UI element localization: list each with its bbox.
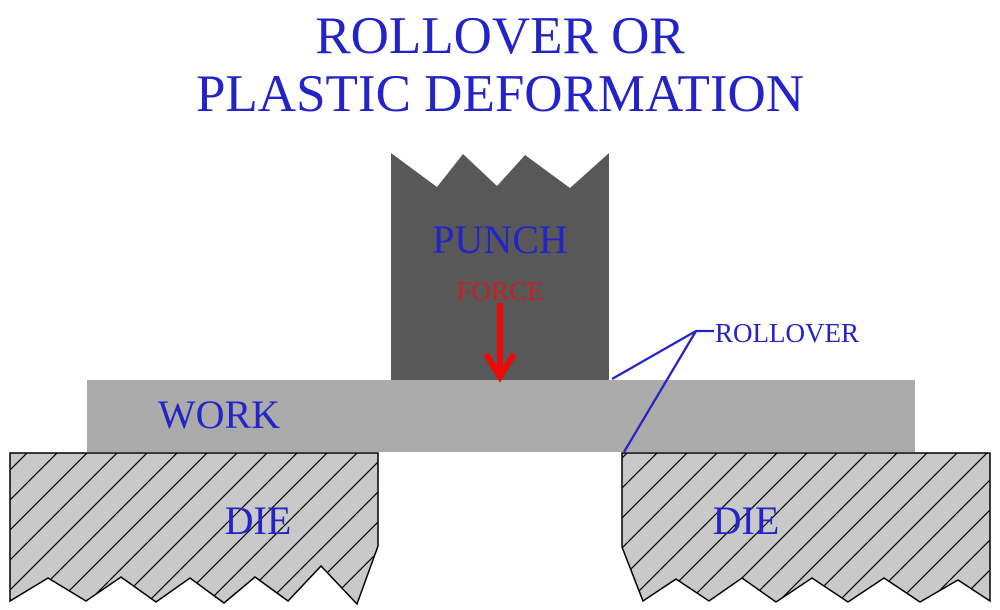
die-left-shape [9, 452, 379, 606]
force-arrow-down-icon [483, 303, 517, 383]
force-label: FORCE [456, 276, 544, 306]
die-right-label: DIE [712, 498, 780, 543]
work-label: WORK [157, 392, 281, 437]
punch-label: PUNCH [432, 217, 568, 262]
punch-shape [391, 153, 609, 380]
diagram-title-line1: ROLLOVER OR [315, 7, 685, 65]
rollover-leader-lines [611, 329, 714, 453]
rollover-label: ROLLOVER [715, 318, 859, 348]
die-left-label: DIE [224, 498, 292, 543]
diagram-title-line2: PLASTIC DEFORMATION [195, 65, 805, 123]
work-piece-shape [87, 380, 915, 452]
die-right-shape [621, 452, 991, 603]
